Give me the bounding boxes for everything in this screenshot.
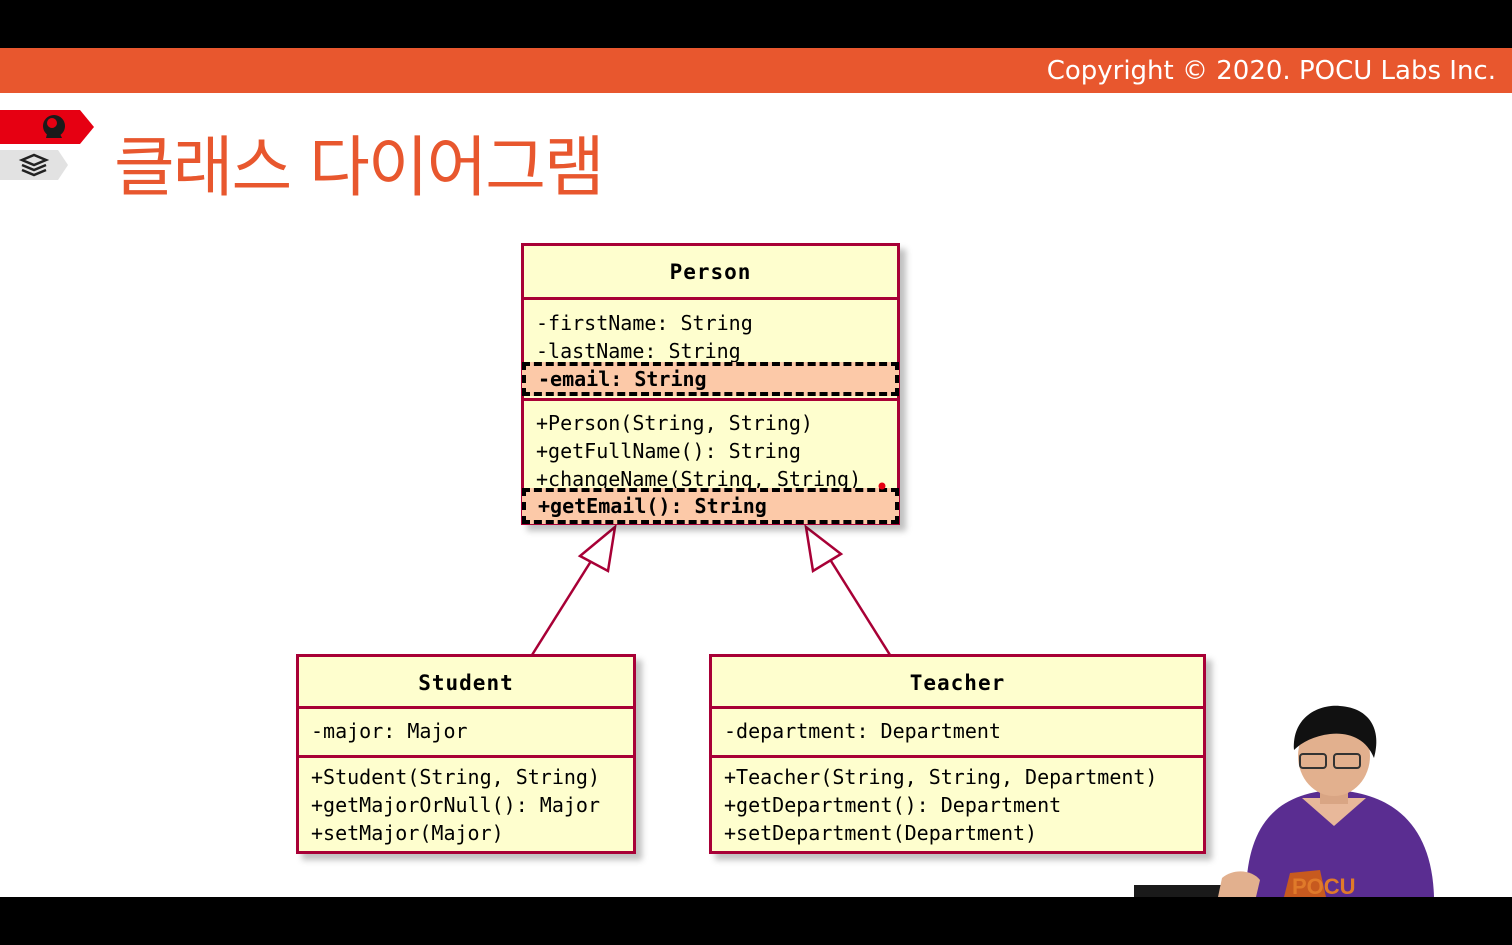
student-methods: +Student(String, String) +getMajorOrNull… [299,755,633,847]
slide-title: 클래스 다이어그램 [114,129,605,206]
student-attributes: -major: Major [299,706,633,755]
student-class-name: Student [418,671,514,695]
student-method: +setMajor(Major) [311,821,504,845]
student-method: +getMajorOrNull(): Major [311,793,600,817]
person-class-box: Person -firstName: String -lastName: Str… [521,243,900,525]
teacher-inheritance-line [824,552,892,656]
person-attribute: -firstName: String [536,311,753,335]
teacher-attribute: -department: Department [724,719,1001,743]
stacked-layers-icon [0,150,68,180]
person-class-name: Person [669,260,752,284]
presenter-video: POCU [1134,705,1434,897]
student-inheritance-arrowhead [577,523,617,573]
student-inheritance-line [530,549,600,656]
person-method: +changeName(String, String) [536,467,862,491]
cursor-dot [878,482,886,490]
teacher-methods: +Teacher(String, String, Department) +ge… [712,755,1203,847]
student-class-box: Student -major: Major +Student(String, S… [296,654,636,854]
video-top-letterbox [0,0,1512,48]
video-bottom-letterbox [0,897,1512,945]
header-band: Copyright © 2020. POCU Labs Inc. [0,48,1512,93]
presenter-shirt-text: POCU [1292,874,1356,897]
slide: Copyright © 2020. POCU Labs Inc. 클래스 다이어… [0,48,1512,897]
teacher-class-name: Teacher [909,671,1006,695]
person-methods: +Person(String, String) +getFullName(): … [522,398,899,524]
teacher-method: +setDepartment(Department) [724,821,1038,845]
teacher-inheritance-arrowhead [804,524,844,574]
copyright-text: Copyright © 2020. POCU Labs Inc. [1046,56,1496,86]
person-attribute: -lastName: String [536,339,741,363]
student-attribute: -major: Major [311,719,468,743]
person-method: +getFullName(): String [536,439,801,463]
teacher-method: +Teacher(String, String, Department) [724,765,1158,789]
person-method: +Person(String, String) [536,411,813,435]
teacher-method: +getDepartment(): Department [724,793,1062,817]
teacher-attributes: -department: Department [712,706,1203,755]
person-attributes: -firstName: String -lastName: String -em… [522,297,899,398]
teacher-class-box: Teacher -department: Department +Teacher… [709,654,1206,854]
brain-head-icon [0,110,94,144]
student-method: +Student(String, String) [311,765,600,789]
highlighted-getemail-method: +getEmail(): String [522,488,899,524]
highlighted-email-attribute: -email: String [522,362,899,396]
